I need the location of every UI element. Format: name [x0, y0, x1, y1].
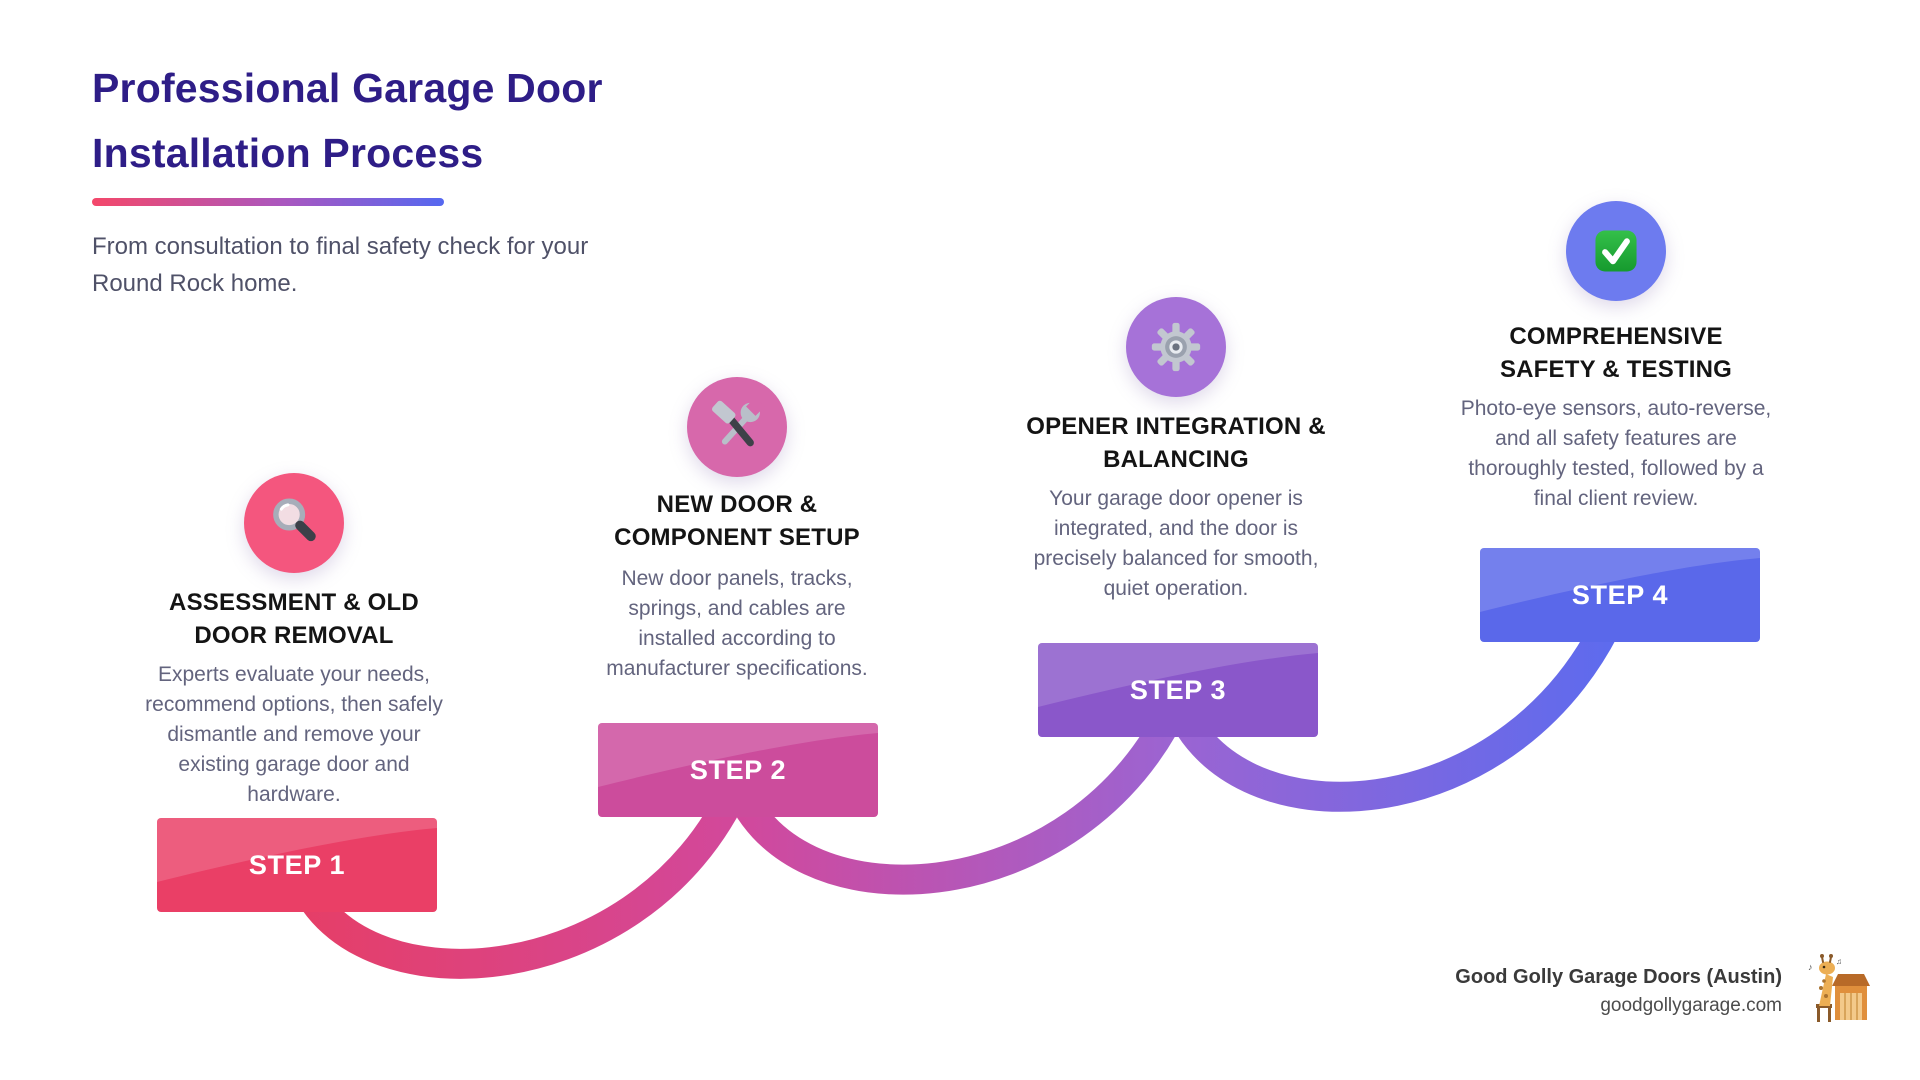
check-icon — [1595, 230, 1637, 272]
step1-description: Experts evaluate your needs, recommend o… — [145, 663, 443, 806]
page-subtitle: From consultation to final safety check … — [92, 233, 589, 297]
step3-icon-circle — [1126, 297, 1226, 397]
banner-sheen — [1480, 548, 1760, 612]
banner-sheen — [1038, 643, 1318, 707]
step4-heading: COMPREHENSIVE SAFETY & TESTING — [1499, 323, 1733, 383]
step2-banner: STEP 2 — [598, 723, 878, 817]
footer-website: goodgollygarage.com — [1600, 995, 1782, 1016]
svg-text:♪: ♪ — [1808, 962, 1813, 972]
page-title: Professional Garage Door Installation Pr… — [92, 56, 812, 186]
step3-description: Your garage door opener is integrated, a… — [1033, 487, 1319, 600]
step4-banner: STEP 4 — [1480, 548, 1760, 642]
page-title-line2: Installation Process — [92, 130, 484, 176]
page-title-line1: Professional Garage Door — [92, 65, 603, 111]
step4-description: Photo-eye sensors, auto-reverse, and all… — [1460, 397, 1772, 510]
step1-label: STEP 1 — [248, 849, 346, 880]
hammer-wrench-icon — [712, 398, 765, 447]
gear-icon — [1151, 322, 1201, 372]
curve-step1-step2 — [280, 775, 752, 979]
svg-text:♫: ♫ — [1836, 957, 1842, 966]
step1-banner: STEP 1 — [157, 818, 437, 912]
step2-heading: NEW DOOR & COMPONENT SETUP — [614, 491, 860, 551]
step3-banner: STEP 3 — [1038, 643, 1318, 737]
step3-label: STEP 3 — [1129, 674, 1227, 705]
step1-heading: ASSESSMENT & OLD DOOR REMOVAL — [169, 589, 419, 649]
banner-sheen — [157, 818, 437, 882]
curve-step2-step3 — [720, 691, 1192, 895]
step2-description: New door panels, tracks, springs, and ca… — [606, 567, 868, 680]
magnifier-icon — [273, 498, 316, 542]
footer: Good Golly Garage Doors (Austin) goodgol… — [1262, 962, 1782, 1020]
step2-icon-circle — [687, 377, 787, 477]
footer-company-name: Good Golly Garage Doors (Austin) — [1455, 966, 1782, 988]
step2-label: STEP 2 — [689, 754, 787, 785]
banner-sheen — [598, 723, 878, 787]
step1-icon-circle — [244, 473, 344, 573]
step3-heading: OPENER INTEGRATION & BALANCING — [1026, 413, 1326, 473]
step4-icon-circle — [1566, 201, 1666, 301]
curve-step3-step4 — [1160, 594, 1632, 812]
giraffe-garage-logo: ♪ ♫ — [1808, 954, 1870, 1022]
step4-label: STEP 4 — [1571, 579, 1669, 610]
accent-underline — [92, 198, 444, 206]
